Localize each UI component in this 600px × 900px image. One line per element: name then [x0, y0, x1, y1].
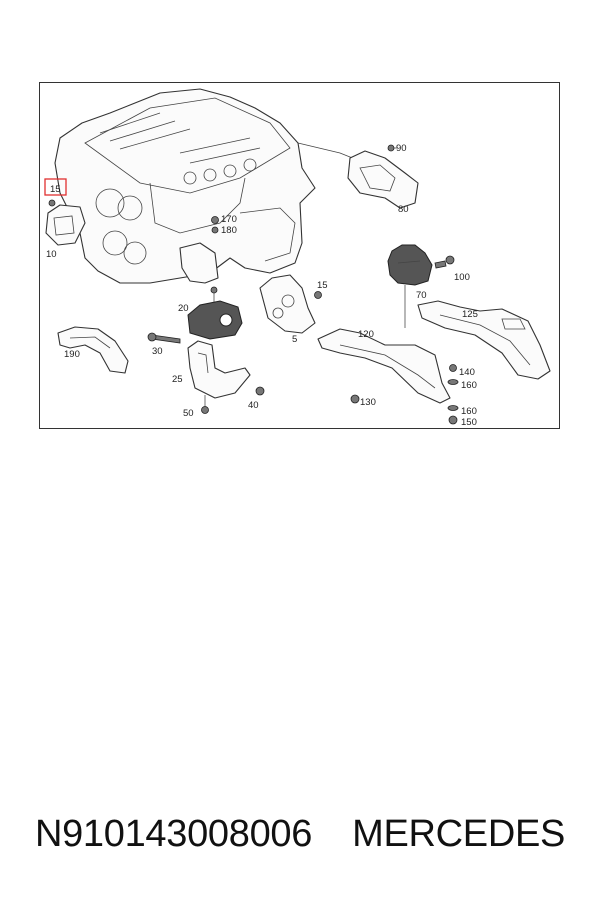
label-160-bottom: 160 [461, 406, 477, 417]
label-100: 100 [454, 272, 470, 283]
label-70: 70 [416, 290, 427, 301]
label-130: 130 [360, 397, 376, 408]
part-5-bracket [259, 274, 322, 334]
label-40: 40 [248, 400, 259, 411]
label-50: 50 [183, 408, 194, 419]
label-30: 30 [152, 346, 163, 357]
diagram-drawing: 15 10 90 80 170 180 100 70 15 20 5 125 1… [44, 88, 551, 428]
caption: N910143008006 MERCEDES [0, 806, 600, 862]
engine-bracket-left [179, 216, 219, 284]
label-180: 180 [221, 225, 237, 236]
label-170: 170 [221, 214, 237, 225]
brand-name: MERCEDES [352, 812, 566, 855]
part-number: N910143008006 [34, 812, 313, 855]
label-160-top: 160 [461, 380, 477, 391]
part-80-bracket [347, 144, 419, 209]
label-120: 120 [358, 329, 374, 340]
label-150: 150 [461, 417, 477, 428]
label-80: 80 [398, 204, 409, 215]
label-25: 25 [172, 374, 183, 385]
part-25-bracket [147, 332, 265, 414]
highlight-box [44, 178, 67, 196]
part-70-mount [387, 244, 455, 328]
part-120-crossmember [317, 328, 451, 404]
label-125: 125 [462, 309, 478, 320]
label-15: 15 [317, 280, 328, 291]
parts-diagram: 15 10 90 80 170 180 100 70 15 20 5 125 1… [39, 82, 560, 429]
label-20: 20 [178, 303, 189, 314]
label-90: 90 [396, 143, 407, 154]
callout-labels: 15 10 90 80 170 180 100 70 15 20 5 125 1… [46, 143, 478, 428]
label-10: 10 [46, 249, 57, 260]
label-140: 140 [459, 367, 475, 378]
part-20-mount [187, 286, 243, 340]
label-190: 190 [64, 349, 80, 360]
part-125-crossmember [417, 300, 551, 380]
engine-block [54, 88, 371, 284]
part-10-cover [45, 199, 86, 246]
label-15-highlighted: 15 [50, 184, 61, 195]
hardware-stack [447, 364, 459, 425]
part-190-shield [57, 326, 129, 374]
label-5: 5 [292, 334, 297, 345]
